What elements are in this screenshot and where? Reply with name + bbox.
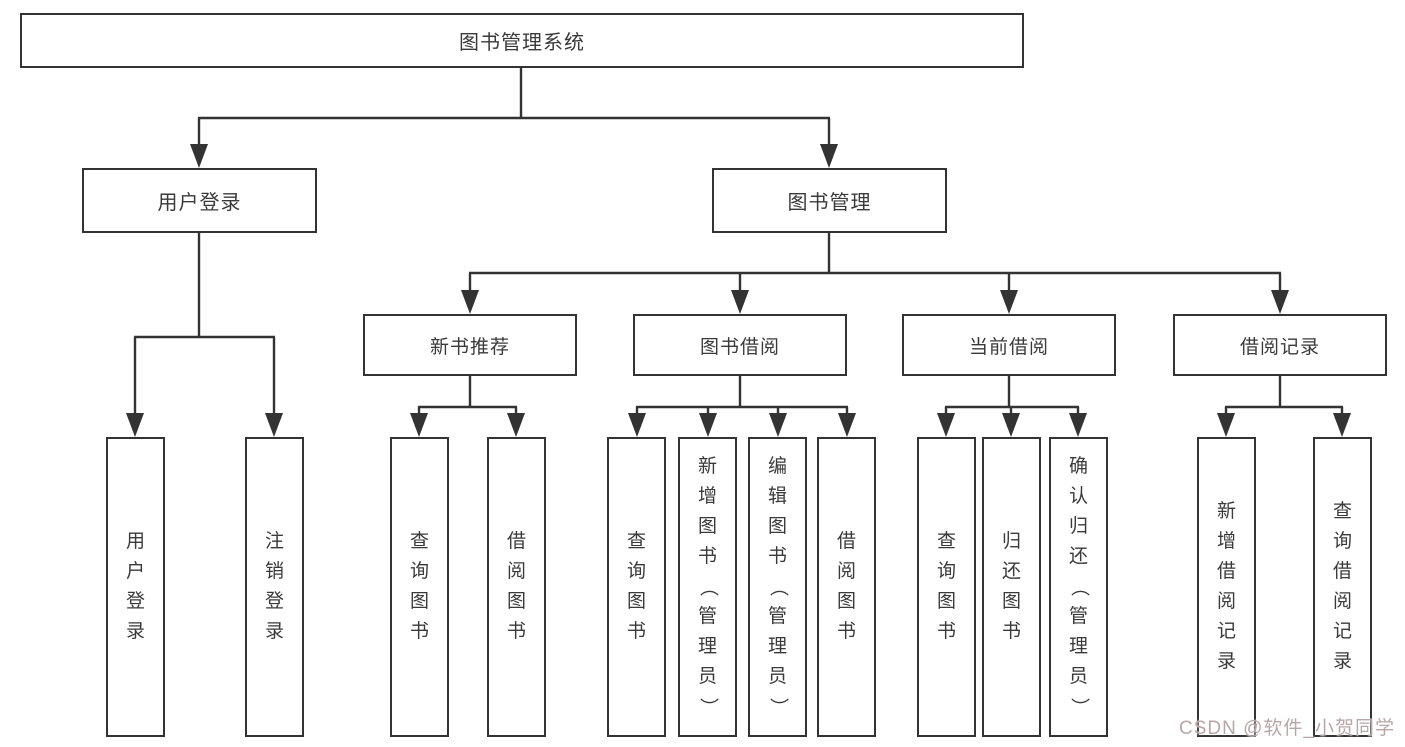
leaf-recommend-borrow-books-label: 借阅图书 <box>506 531 526 642</box>
leaf-logout: 注销登录 <box>245 437 304 737</box>
leaf-borrowing-query-books-label: 查询图书 <box>626 531 646 642</box>
node-library-system-label: 图书管理系统 <box>459 32 585 54</box>
node-library-system: 图书管理系统 <box>20 13 1024 68</box>
leaf-records-add-record: 新增借阅记录 <box>1197 437 1256 737</box>
node-user-login-label: 用户登录 <box>157 192 242 214</box>
leaf-borrowing-add-books-label: 新增图书（管理员） <box>697 456 719 717</box>
leaf-user-login-label: 用户登录 <box>125 531 145 642</box>
tree-connectors <box>133 68 1344 415</box>
leaf-logout-label: 注销登录 <box>264 531 284 642</box>
leaf-borrowing-add-books: 新增图书（管理员） <box>678 437 737 737</box>
leaf-borrowing-query-books: 查询图书 <box>607 437 666 737</box>
node-new-book-recommend: 新书推荐 <box>363 314 577 376</box>
node-borrow-records: 借阅记录 <box>1173 314 1387 376</box>
leaf-borrowing-borrow-books: 借阅图书 <box>817 437 876 737</box>
node-current-borrowing: 当前借阅 <box>902 314 1116 376</box>
leaf-user-login: 用户登录 <box>106 437 165 737</box>
leaf-recommend-borrow-books: 借阅图书 <box>487 437 546 737</box>
leaf-records-add-record-label: 新增借阅记录 <box>1216 501 1236 672</box>
leaf-current-return-books: 归还图书 <box>982 437 1041 737</box>
leaf-current-query-books-label: 查询图书 <box>936 531 956 642</box>
leaf-borrowing-edit-books: 编辑图书（管理员） <box>748 437 807 737</box>
arrowheads <box>126 144 1351 437</box>
leaf-current-confirm-return: 确认归还（管理员） <box>1049 437 1108 737</box>
csdn-watermark: CSDN @软件_小贺同学 <box>1179 718 1395 739</box>
node-book-borrowing-label: 图书借阅 <box>699 336 780 358</box>
node-new-book-recommend-label: 新书推荐 <box>429 336 510 358</box>
node-borrow-records-label: 借阅记录 <box>1239 336 1320 358</box>
leaf-borrowing-borrow-books-label: 借阅图书 <box>836 531 856 642</box>
leaf-borrowing-edit-books-label: 编辑图书（管理员） <box>767 456 789 717</box>
node-book-borrowing: 图书借阅 <box>633 314 847 376</box>
leaf-recommend-query-books-label: 查询图书 <box>409 531 429 642</box>
leaf-current-query-books: 查询图书 <box>917 437 976 737</box>
node-current-borrowing-label: 当前借阅 <box>968 336 1049 358</box>
leaf-records-query-record-label: 查询借阅记录 <box>1332 501 1352 672</box>
leaf-current-return-books-label: 归还图书 <box>1001 531 1021 642</box>
node-book-management-label: 图书管理 <box>787 192 872 214</box>
node-book-management: 图书管理 <box>712 168 947 233</box>
leaf-recommend-query-books: 查询图书 <box>390 437 449 737</box>
leaf-records-query-record: 查询借阅记录 <box>1313 437 1372 737</box>
leaf-current-confirm-return-label: 确认归还（管理员） <box>1068 456 1090 717</box>
node-user-login: 用户登录 <box>82 168 317 233</box>
